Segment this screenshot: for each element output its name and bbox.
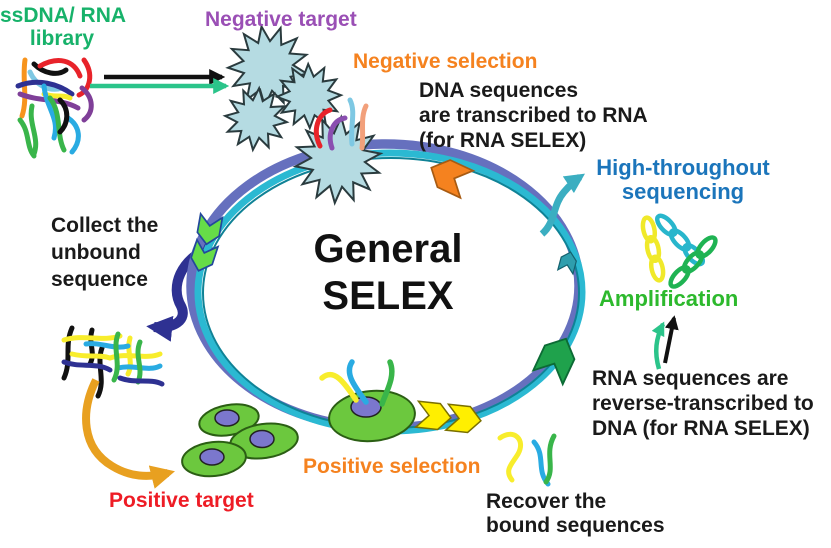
label-recover-bound-sequences: Recover the bound sequences bbox=[486, 490, 665, 537]
library-strands-icon bbox=[15, 57, 94, 159]
label-negative-target: Negative target bbox=[205, 8, 357, 31]
diagram-title: General SELEX bbox=[313, 227, 463, 318]
cycle-arrows-lightgreen-icon bbox=[190, 211, 224, 272]
label-dna-transcribed: DNA sequences are transcribed to RNA (fo… bbox=[419, 79, 648, 152]
label-high-throughput-sequencing: High-throughout sequencing bbox=[596, 155, 770, 204]
amplification-strands-icon bbox=[640, 213, 718, 289]
label-negative-selection: Negative selection bbox=[353, 50, 538, 73]
bound-complex-starburst-icon bbox=[292, 97, 384, 206]
cycle-arrow-green-icon bbox=[531, 337, 576, 387]
cycle-arrows-yellow-icon bbox=[413, 400, 482, 434]
label-positive-target: Positive target bbox=[109, 489, 254, 512]
unbound-strands-icon bbox=[61, 325, 165, 399]
label-ssdna-rna-library: ssDNA/ RNA library bbox=[0, 4, 127, 50]
cycle-arrow-teal-icon bbox=[556, 251, 577, 276]
cycle-arrow-orange-icon bbox=[430, 159, 476, 200]
to-sequencing-arrow-icon bbox=[539, 173, 585, 237]
label-rna-reverse-transcribed: RNA sequences are reverse-transcribed to… bbox=[592, 367, 814, 440]
negative-target-cells-icon bbox=[222, 23, 344, 153]
library-to-negative-arrows-icon bbox=[90, 69, 230, 94]
positive-target-cells-icon bbox=[181, 403, 299, 478]
label-amplification: Amplification bbox=[599, 286, 739, 311]
label-positive-selection: Positive selection bbox=[303, 455, 481, 478]
recovered-strands-icon bbox=[497, 431, 557, 487]
label-collect-unbound-sequence: Collect the unbound sequence bbox=[51, 214, 159, 291]
to-amplification-arrows-icon bbox=[651, 315, 679, 370]
to-positive-target-arrow-icon bbox=[82, 378, 175, 489]
positive-selection-cell-icon bbox=[319, 359, 416, 443]
